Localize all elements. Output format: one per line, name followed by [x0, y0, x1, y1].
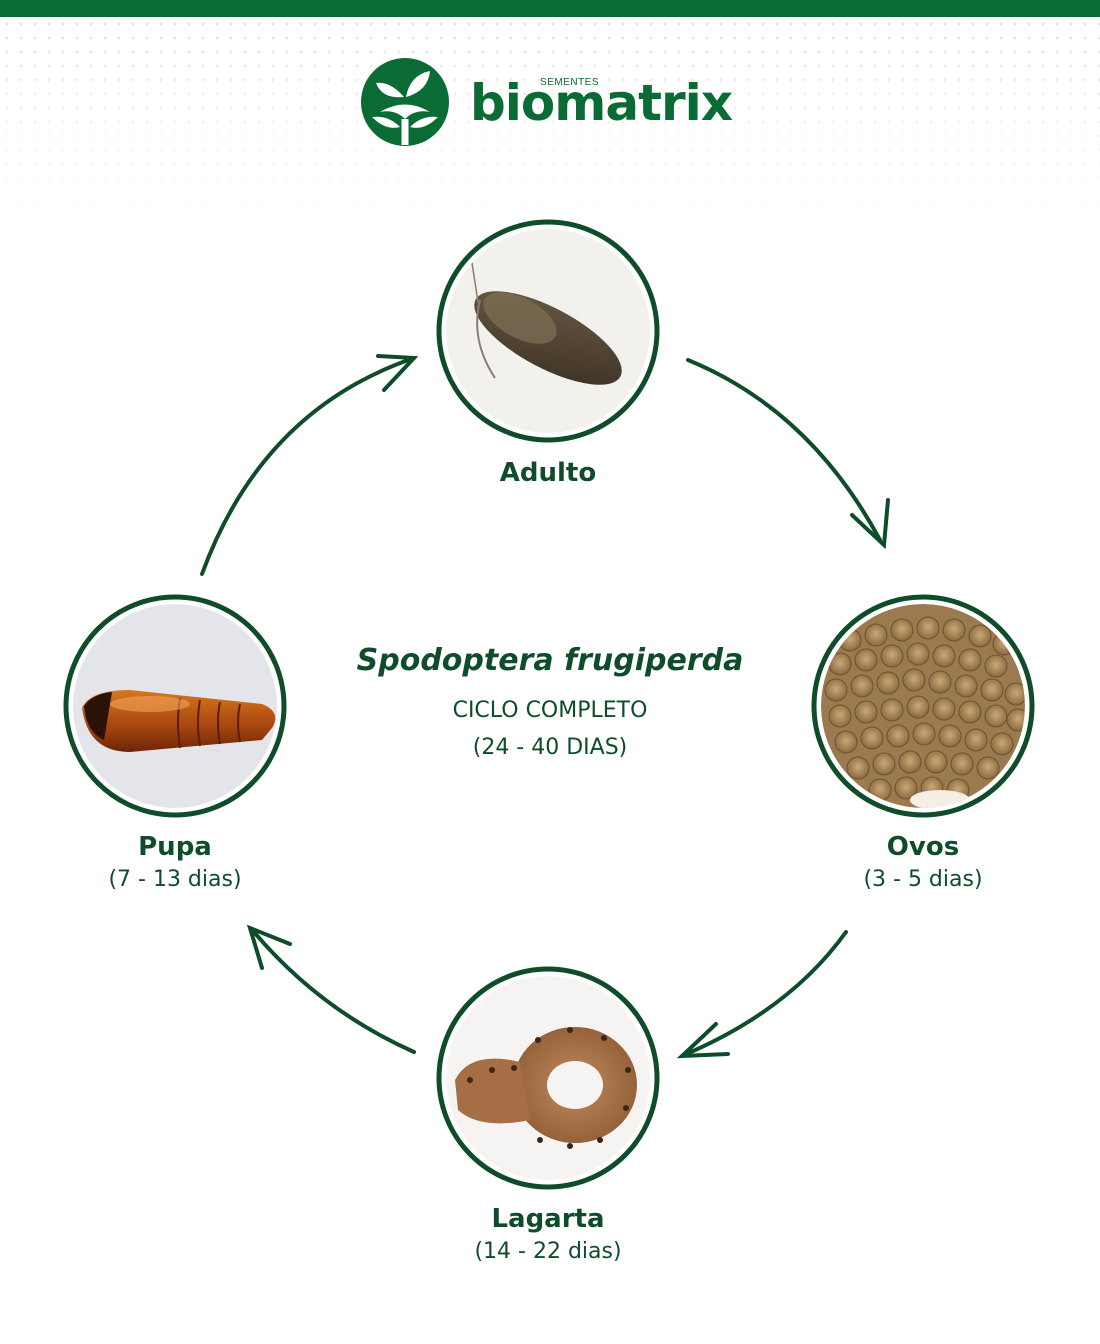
larva-stage-label: Lagarta [491, 1204, 605, 1234]
adult-stage-label: Adulto [499, 458, 597, 488]
brand-tagline: SEMENTES [540, 77, 600, 88]
eggs-stage-days: (3 - 5 dias) [863, 867, 983, 892]
top-bar [0, 0, 1100, 17]
cycle-label: CICLO COMPLETO [452, 698, 648, 723]
species-name: Spodoptera frugiperda [356, 643, 744, 678]
arrow-eggs-to-larva [676, 930, 848, 1059]
dotted-background [0, 17, 1100, 227]
eggs-stage-photo [811, 594, 1035, 818]
arrow-larva-to-pupa [246, 924, 416, 1054]
larva-stage-photo [436, 966, 660, 1190]
arrow-pupa-to-adult [200, 354, 419, 576]
pupa-stage-days: (7 - 13 dias) [108, 867, 242, 892]
brand-name: biomatrix [470, 74, 733, 132]
brand-logo: SEMENTES biomatrix [360, 55, 750, 150]
pupa-stage-label: Pupa [138, 832, 212, 862]
sprout-icon [361, 58, 449, 146]
cycle-duration: (24 - 40 DIAS) [472, 735, 628, 760]
eggs-stage-label: Ovos [886, 832, 960, 862]
pupa-stage-photo [63, 594, 287, 818]
adult-stage-photo [436, 219, 660, 443]
larva-stage-days: (14 - 22 dias) [474, 1239, 622, 1264]
arrow-adult-to-eggs [686, 358, 890, 550]
